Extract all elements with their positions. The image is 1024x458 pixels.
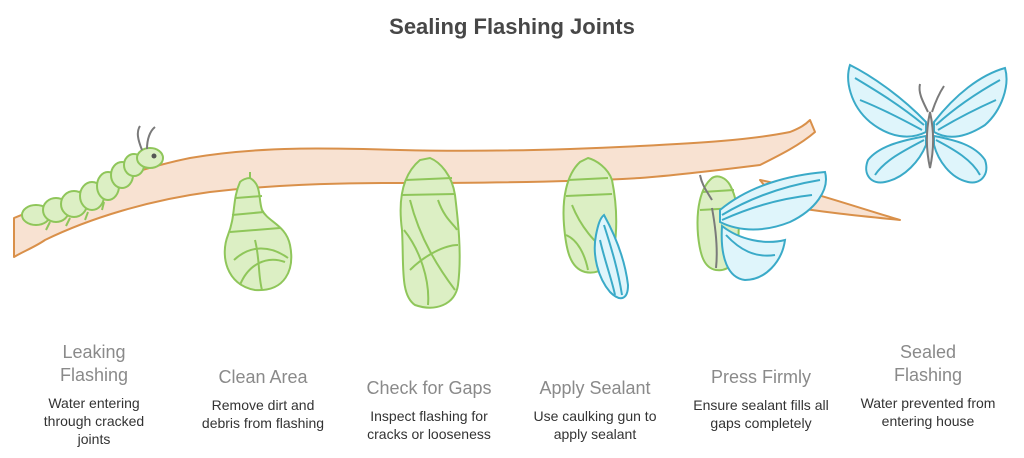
stage-leaking-flashing: Leaking Flashing Water entering through …: [9, 341, 179, 448]
chrysalis-icon: [223, 172, 293, 292]
stage-title: Apply Sealant: [539, 378, 651, 398]
stage-description: Ensure sealant fills all gaps completely: [693, 397, 829, 431]
stage-description: Use caulking gun to apply sealant: [533, 408, 657, 442]
butterfly-icon: [847, 63, 1008, 184]
stage-description: Water prevented from entering house: [860, 395, 996, 429]
diagram-title: Sealing Flashing Joints: [389, 14, 635, 39]
stage-sealed-flashing: Sealed Flashing Water prevented from ent…: [843, 341, 1013, 430]
emerging-chrysalis-icon: [562, 156, 630, 300]
emerging-butterfly-icon: [696, 170, 827, 282]
stage-description: Inspect flashing for cracks or looseness: [367, 408, 491, 442]
stage-apply-sealant: Apply Sealant Use caulking gun to apply …: [510, 377, 680, 443]
caterpillar-icon: [21, 125, 164, 231]
stage-title: Leaking Flashing: [59, 342, 129, 385]
stage-title: Check for Gaps: [366, 378, 492, 398]
stage-check-for-gaps: Check for Gaps Inspect flashing for crac…: [344, 377, 514, 443]
stage-description: Water entering through cracked joints: [43, 395, 145, 447]
stage-press-firmly: Press Firmly Ensure sealant fills all ga…: [676, 366, 846, 432]
stage-title: Sealed Flashing: [893, 342, 963, 385]
stage-title: Clean Area: [218, 367, 308, 387]
chrysalis-icon: [399, 156, 461, 309]
stage-clean-area: Clean Area Remove dirt and debris from f…: [178, 366, 348, 432]
stage-title: Press Firmly: [711, 367, 811, 387]
stage-description: Remove dirt and debris from flashing: [201, 397, 325, 431]
